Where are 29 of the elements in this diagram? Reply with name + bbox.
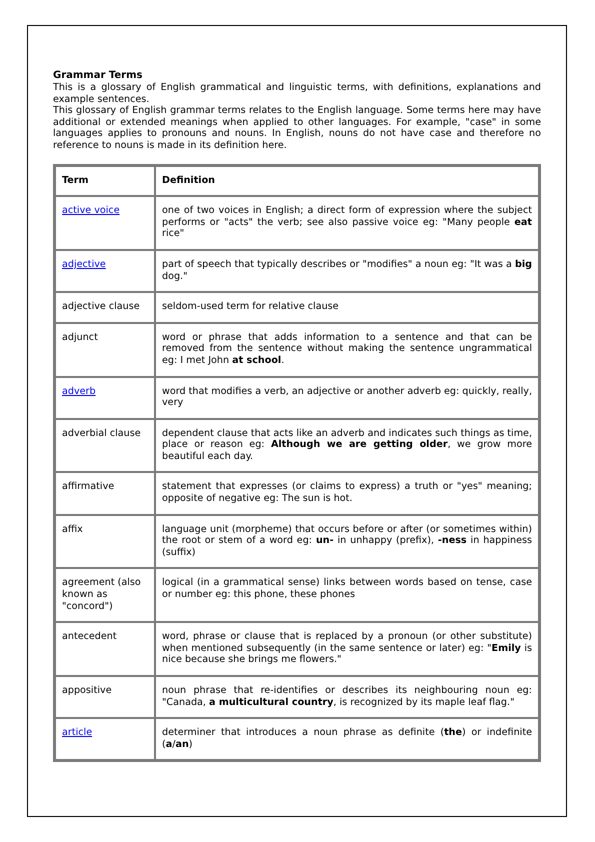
term-cell: agreement (also known as "concord") [55,568,155,622]
intro-paragraph: This is a glossary of English grammatical and linguistic terms, with definitions, explanations and example sentences. [53,82,541,106]
definition-cell: seldom-used term for relative clause [155,292,539,323]
term-cell: adjective clause [55,292,155,323]
term-cell: affix [55,514,155,568]
definition-cell: statement that expresses (or claims to express) a truth or "yes" meaning; opposite of negative eg: The sun is hot. [155,472,539,515]
header-cell: Term [55,166,155,196]
header-cell: Definition [155,166,539,196]
intro-paragraph: This glossary of English grammar terms relates to the English language. Some terms here may have additional or extended meanings when applied to other languages. For example, "case" in some languages applies to pronouns and nouns. In English, nouns do not have case and therefore no reference to nouns is made in its definition here. [53,105,541,152]
term-link-cell: article [55,718,155,760]
definition-cell: logical (in a grammatical sense) links between words based on tense, case or number eg: this phone, these phones [155,568,539,622]
definition-cell: language unit (morpheme) that occurs before or after (or sometimes within) the root or stem of a word eg: un- in unhappy (prefix), -ness in happiness (suffix) [155,514,539,568]
definition-cell: word that modifies a verb, an adjective or another adverb eg: quickly, really, very [155,376,539,419]
definition-cell: dependent clause that acts like an adverb and indicates such things as time, place or reason eg: Although we are getting older, we grow more beautiful each day. [155,418,539,472]
definition-cell: determiner that introduces a noun phrase as definite (the) or indefinite (a/an) [155,718,539,760]
definition-cell: part of speech that typically describes or "modifies" a noun eg: "It was a big dog." [155,250,539,292]
definition-cell: one of two voices in English; a direct form of expression where the subject performs or "acts" the verb; see also passive voice eg: "Many people eat rice" [155,196,539,250]
term-cell: adjunct [55,322,155,376]
definition-cell: noun phrase that re-identifies or describes its neighbouring noun eg: "Canada, a multicultural country, is recognized by its maple leaf flag." [155,676,539,718]
term-cell: adverbial clause [55,418,155,472]
term-cell: appositive [55,676,155,718]
term-link-cell: adverb [55,376,155,419]
definition-cell: word or phrase that adds information to a sentence and that can be removed from the sentence without making the sentence ungrammatical eg: I met John at school. [155,322,539,376]
definition-cell: word, phrase or clause that is replaced by a pronoun (or other substitute) when mentioned subsequently (in the same sentence or later) eg: "Emily is nice because she brings me flowers." [155,622,539,676]
heading: Grammar Terms [53,70,144,82]
term-cell: affirmative [55,472,155,515]
term-link-cell: active voice [55,196,155,250]
term-cell: antecedent [55,622,155,676]
term-link-cell: adjective [55,250,155,292]
